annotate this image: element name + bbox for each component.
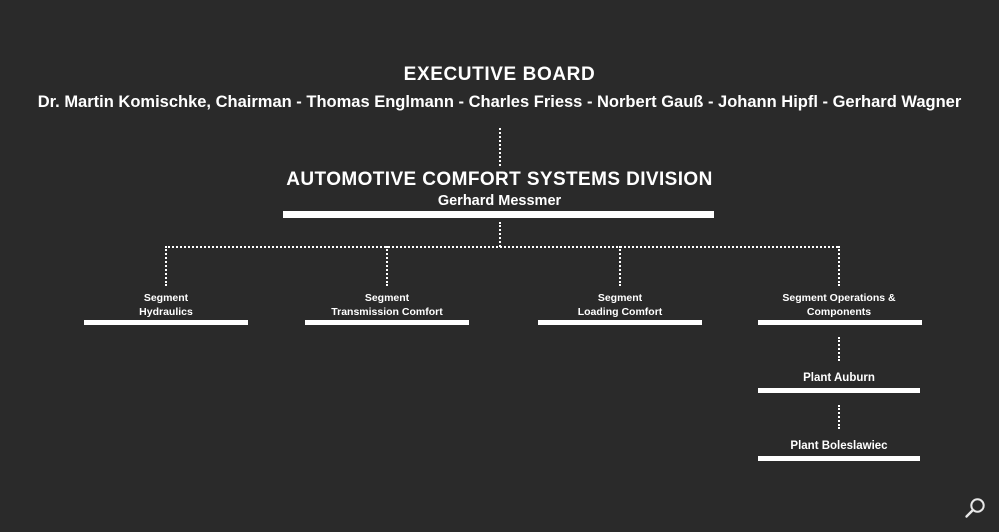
segment-label-line2: Transmission Comfort [331,305,443,318]
executive-board-members: Dr. Martin Komischke, Chairman - Thomas … [37,93,962,111]
segment-node-hydraulics[interactable]: Segment Hydraulics [84,292,248,320]
segment-underline-bar-loading-comfort [538,320,702,325]
division-head-name: Gerhard Messmer [437,193,562,209]
magnifier-icon[interactable] [959,494,989,524]
segment-label-line2: Hydraulics [139,305,193,318]
segment-underline-bar-transmission-comfort [305,320,469,325]
connector-drop-segment-1 [165,246,167,286]
segment-underline-bar-operations-components [758,320,922,325]
segment-label-line1: Segment Operations & [782,292,896,304]
connector-drop-segment-2 [386,246,388,286]
segment-label-line1: Segment [143,292,189,304]
segment-node-loading-comfort[interactable]: Segment Loading Comfort [538,292,702,320]
plant-underline-bar-auburn [758,388,920,393]
segment-label-line2: Components [806,305,872,318]
segment-label-line2: Loading Comfort [577,305,663,318]
connector-division-stem [499,222,501,247]
segment-underline-bar-hydraulics [84,320,248,325]
segment-label-line1: Segment [364,292,410,304]
plant-underline-bar-boleslawiec [758,456,920,461]
connector-drop-segment-4 [838,246,840,286]
segment-node-operations-components[interactable]: Segment Operations & Components [757,292,921,320]
plant-node-boleslawiec[interactable]: Plant Boleslawiec [790,440,888,452]
division-underline-bar [283,211,714,218]
division-title: AUTOMOTIVE COMFORT SYSTEMS DIVISION [286,169,713,190]
plant-node-auburn[interactable]: Plant Auburn [803,372,875,384]
connector-drop-segment-3 [619,246,621,286]
connector-segment-bus [165,246,838,248]
segment-node-transmission-comfort[interactable]: Segment Transmission Comfort [305,292,469,320]
connector-plant-auburn-to-boleslawiec [838,405,840,429]
connector-board-to-division [499,128,501,166]
connector-segment4-to-plant-auburn [838,337,840,361]
executive-board-title: EXECUTIVE BOARD [403,64,596,85]
segment-label-line1: Segment [597,292,643,304]
